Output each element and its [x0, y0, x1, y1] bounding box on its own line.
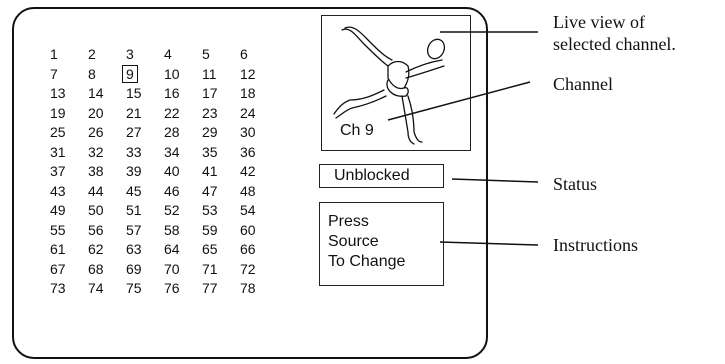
channel-callout-line [388, 82, 530, 120]
instructions-callout-line [440, 242, 538, 245]
status-callout: Status [553, 173, 597, 195]
live-view-callout: Live view of selected channel. [553, 11, 676, 55]
channel-callout: Channel [553, 73, 613, 95]
instructions-callout: Instructions [553, 234, 638, 256]
live-view-callout-line-1: Live view of [553, 11, 676, 33]
status-callout-line [452, 179, 538, 182]
live-view-callout-line-2: selected channel. [553, 33, 676, 55]
